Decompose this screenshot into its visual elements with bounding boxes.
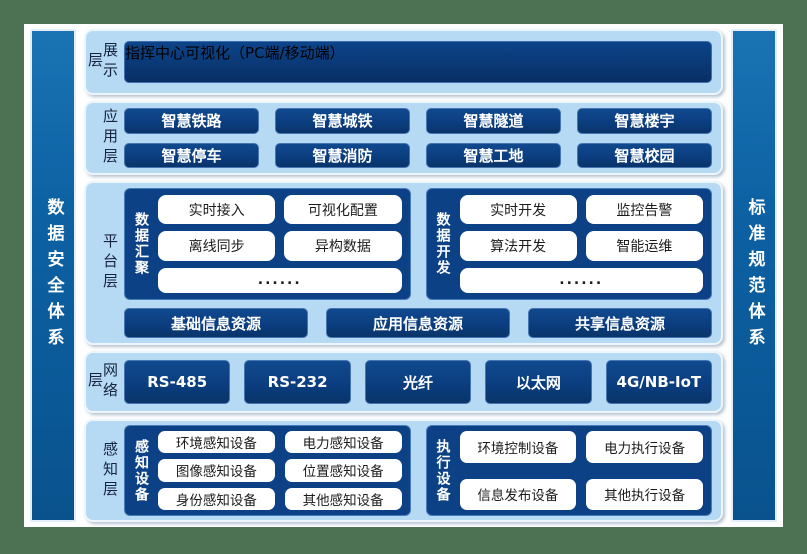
platform-groups: 数据汇聚 实时接入 可视化配置 离线同步 异构数据 ...... 数据开发 实时… — [124, 188, 712, 300]
device-box-identity-sensing: 身份感知设备 — [158, 487, 275, 510]
device-box-power-actuator: 电力执行设备 — [586, 431, 703, 463]
device-box-environment-control: 环境控制设备 — [459, 431, 577, 463]
capability-box-intelligent-ops: 智能运维 — [585, 231, 703, 261]
layer-application: 应用层 智慧铁路 智慧城铁 智慧隧道 智慧楼宇 智慧停车 智慧消防 智慧工地 智… — [84, 101, 723, 175]
resource-box-app-info: 应用信息资源 — [326, 308, 510, 338]
pillar-data-security-label: 数据安全体系 — [43, 197, 64, 354]
device-box-image-sensing: 图像感知设备 — [158, 459, 275, 482]
group-data-development-label: 数据开发 — [434, 212, 451, 276]
application-box-smart-campus: 智慧校园 — [577, 142, 712, 168]
application-box-smart-metro: 智慧城铁 — [275, 108, 410, 134]
capability-box-realtime-dev: 实时开发 — [459, 195, 577, 225]
device-box-info-publishing: 信息发布设备 — [459, 478, 577, 510]
device-box-environment-sensing: 环境感知设备 — [158, 431, 275, 454]
application-box-smart-site: 智慧工地 — [426, 142, 561, 168]
pillar-standards-specs: 标准规范体系 — [731, 29, 777, 522]
layer-application-label: 应用层 — [101, 108, 119, 168]
layers-column: 展示层 指挥中心可视化（PC端/移动端） 应用层 智慧铁路 智慧城铁 智慧隧道 … — [84, 29, 723, 522]
application-box-smart-building: 智慧楼宇 — [577, 108, 712, 134]
device-box-other-actuator: 其他执行设备 — [586, 478, 703, 510]
network-box-4g-nbiot: 4G/NB-IoT — [605, 360, 713, 404]
layer-platform: 平台层 数据汇聚 实时接入 可视化配置 离线同步 异构数据 ...... — [84, 181, 723, 345]
device-box-position-sensing: 位置感知设备 — [284, 459, 402, 482]
resource-box-shared-info: 共享信息资源 — [528, 308, 712, 338]
pillar-data-security: 数据安全体系 — [30, 29, 76, 522]
group-data-aggregation: 数据汇聚 实时接入 可视化配置 离线同步 异构数据 ...... — [124, 188, 411, 300]
command-center-visualization-bar: 指挥中心可视化（PC端/移动端） — [124, 41, 712, 83]
device-box-other-sensing: 其他感知设备 — [284, 487, 402, 510]
group-actuator-devices-label: 执行设备 — [434, 438, 451, 503]
network-box-ethernet: 以太网 — [485, 360, 592, 404]
capability-box-ellipsis: ...... — [158, 267, 402, 293]
platform-content: 数据汇聚 实时接入 可视化配置 离线同步 异构数据 ...... 数据开发 实时… — [124, 188, 712, 338]
platform-resources-row: 基础信息资源 应用信息资源 共享信息资源 — [124, 308, 712, 338]
layer-display-content: 指挥中心可视化（PC端/移动端） — [124, 36, 712, 88]
group-data-aggregation-label: 数据汇聚 — [133, 212, 149, 276]
capability-box-algorithm-dev: 算法开发 — [459, 231, 577, 261]
application-grid: 智慧铁路 智慧城铁 智慧隧道 智慧楼宇 智慧停车 智慧消防 智慧工地 智慧校园 — [124, 108, 712, 168]
layer-perception: 感知层 感知设备 环境感知设备 电力感知设备 图像感知设备 位置感知设备 身份感… — [84, 419, 723, 522]
group-actuator-devices: 执行设备 环境控制设备 电力执行设备 信息发布设备 其他执行设备 — [425, 425, 712, 516]
layer-display-label: 展示层 — [86, 42, 119, 82]
layer-network-label: 网络层 — [86, 362, 119, 402]
perception-row: 感知设备 环境感知设备 电力感知设备 图像感知设备 位置感知设备 身份感知设备 … — [124, 425, 712, 516]
group-data-development-grid: 实时开发 监控告警 算法开发 智能运维 ...... — [459, 195, 703, 293]
group-sensing-devices-label: 感知设备 — [133, 438, 149, 503]
capability-box-realtime-access: 实时接入 — [158, 195, 276, 225]
sensing-devices-grid: 环境感知设备 电力感知设备 图像感知设备 位置感知设备 身份感知设备 其他感知设… — [158, 431, 402, 510]
group-data-aggregation-grid: 实时接入 可视化配置 离线同步 异构数据 ...... — [158, 195, 402, 293]
application-box-smart-railway: 智慧铁路 — [124, 108, 259, 134]
actuator-devices-grid: 环境控制设备 电力执行设备 信息发布设备 其他执行设备 — [459, 431, 703, 510]
network-box-fiber: 光纤 — [364, 360, 472, 404]
capability-box-heterogeneous-data: 异构数据 — [284, 231, 402, 261]
device-box-power-sensing: 电力感知设备 — [284, 431, 402, 454]
layer-network: 网络层 RS-485 RS-232 光纤 以太网 4G/NB-IoT — [84, 351, 723, 413]
pillar-standards-specs-label: 标准规范体系 — [744, 197, 765, 354]
capability-box-ellipsis: ...... — [459, 267, 703, 293]
capability-box-visual-config: 可视化配置 — [284, 195, 402, 225]
application-box-smart-fire: 智慧消防 — [275, 142, 410, 168]
resource-box-basic-info: 基础信息资源 — [124, 308, 308, 338]
network-row: RS-485 RS-232 光纤 以太网 4G/NB-IoT — [124, 358, 713, 406]
network-box-rs485: RS-485 — [124, 360, 231, 404]
application-box-smart-parking: 智慧停车 — [124, 142, 259, 168]
layer-display: 展示层 指挥中心可视化（PC端/移动端） — [84, 29, 723, 95]
architecture-diagram-canvas: 数据安全体系 展示层 指挥中心可视化（PC端/移动端） 应用层 智慧铁路 智慧城… — [24, 24, 783, 527]
group-sensing-devices: 感知设备 环境感知设备 电力感知设备 图像感知设备 位置感知设备 身份感知设备 … — [124, 425, 411, 516]
application-box-smart-tunnel: 智慧隧道 — [426, 108, 561, 134]
network-box-rs232: RS-232 — [244, 360, 351, 404]
layer-platform-label: 平台层 — [101, 233, 119, 293]
group-data-development: 数据开发 实时开发 监控告警 算法开发 智能运维 ...... — [425, 188, 712, 300]
layer-perception-label: 感知层 — [101, 440, 119, 501]
capability-box-offline-sync: 离线同步 — [158, 231, 276, 261]
capability-box-monitoring-alert: 监控告警 — [585, 195, 703, 225]
